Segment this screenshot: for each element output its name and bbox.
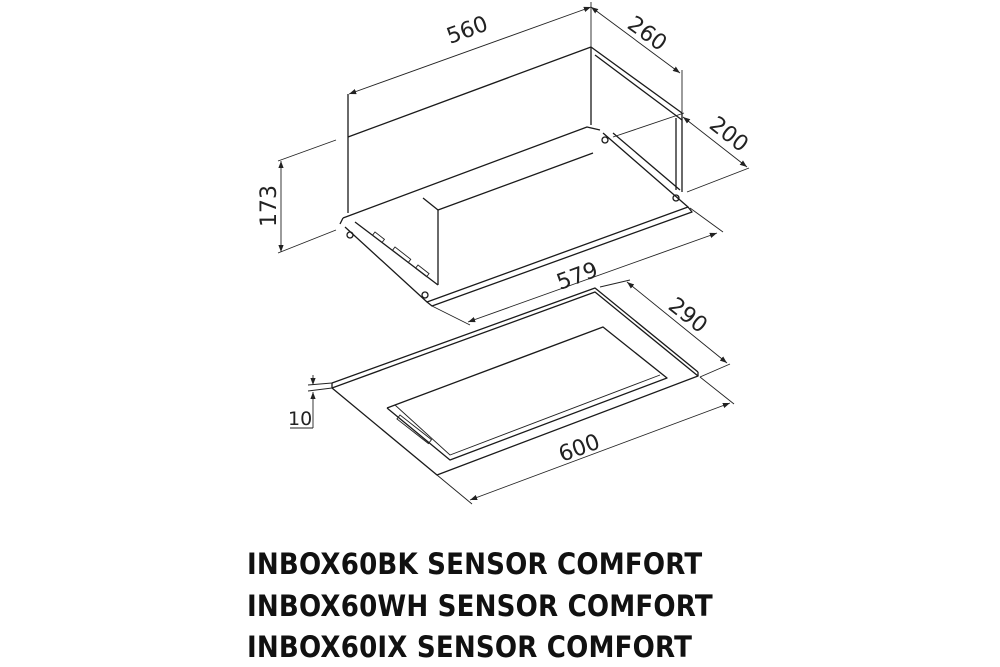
dim-depth-mid: 200 (704, 112, 752, 158)
model-name: INBOX60WH SENSOR COMFORT (247, 588, 713, 623)
dim-depth-top: 260 (622, 12, 671, 57)
dim-width-top: 560 (444, 12, 492, 50)
hood-housing (339, 46, 693, 307)
dimension-lines (277, 2, 750, 505)
dim-width-tray: 579 (554, 258, 602, 296)
dim-depth-panel: 290 (663, 293, 711, 339)
dim-width-panel: 600 (556, 430, 604, 468)
model-name: INBOX60IX SENSOR COMFORT (247, 630, 693, 664)
model-name: INBOX60BK SENSOR COMFORT (247, 547, 703, 581)
hood-glass-panel (331, 287, 699, 476)
dim-panel-thickness: 10 (288, 408, 312, 430)
model-list: INBOX60BK SENSOR COMFORT INBOX60WH SENSO… (247, 544, 713, 667)
dim-height: 173 (257, 185, 282, 227)
